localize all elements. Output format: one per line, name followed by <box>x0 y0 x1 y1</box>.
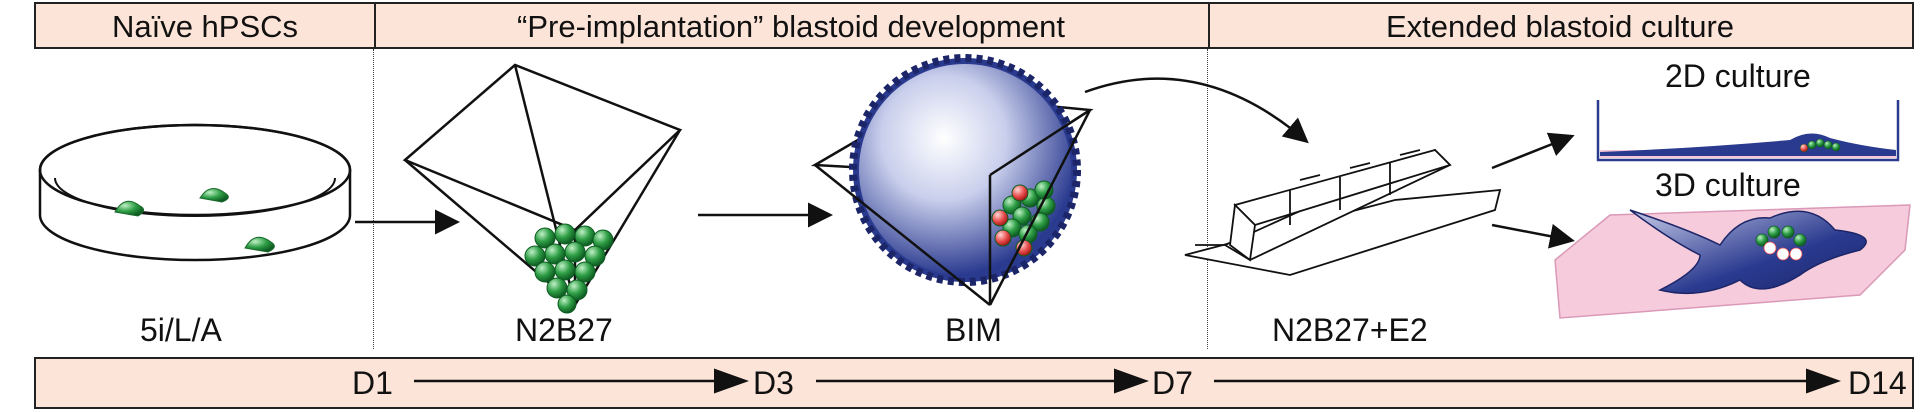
stage-label-n2b27-e2: N2B27+E2 <box>1272 312 1428 348</box>
cell-aggregate-green <box>524 223 614 314</box>
label-3d-culture: 3D culture <box>1655 167 1801 203</box>
header-bar: Naïve hPSCs “Pre-implantation” blastoid … <box>34 2 1914 49</box>
label-2d-culture: 2D culture <box>1665 58 1811 94</box>
timeline-d14: D14 <box>1848 365 1907 401</box>
timeline-d3: D3 <box>753 365 794 401</box>
culture-3d-gel-icon <box>1554 204 1911 319</box>
stage-label-5i-l-a: 5i/L/A <box>140 312 222 348</box>
blastoid-icon <box>849 54 1081 286</box>
section-divider-1 <box>373 49 374 349</box>
arrow-to-2d <box>1491 132 1575 170</box>
timeline-d1: D1 <box>352 365 393 401</box>
culture-2d-well-icon <box>1596 100 1900 162</box>
stage-label-bim: BIM <box>945 312 1002 348</box>
header-divider-1 <box>374 4 376 47</box>
header-extended-culture: Extended blastoid culture <box>1385 9 1735 44</box>
header-naive-hpscs: Naïve hPSCs <box>111 9 299 44</box>
timeline-bar: D1 D3 D7 D14 <box>34 357 1914 409</box>
header-preimplantation: “Pre-implantation” blastoid development <box>517 9 1065 44</box>
microwell-pyramid-2 <box>810 54 1094 306</box>
header-divider-2 <box>1208 4 1210 47</box>
timeline-d7: D7 <box>1152 365 1193 401</box>
chamber-slide-icon <box>1184 148 1502 276</box>
timeline-arrows <box>414 368 1841 394</box>
stage-label-n2b27: N2B27 <box>515 312 613 348</box>
petri-dish-icon <box>38 123 352 262</box>
arrow-3-curved <box>1084 77 1309 144</box>
microwell-pyramid-1 <box>402 63 683 314</box>
arrow-to-3d <box>1491 223 1575 249</box>
section-divider-2 <box>1207 49 1208 349</box>
